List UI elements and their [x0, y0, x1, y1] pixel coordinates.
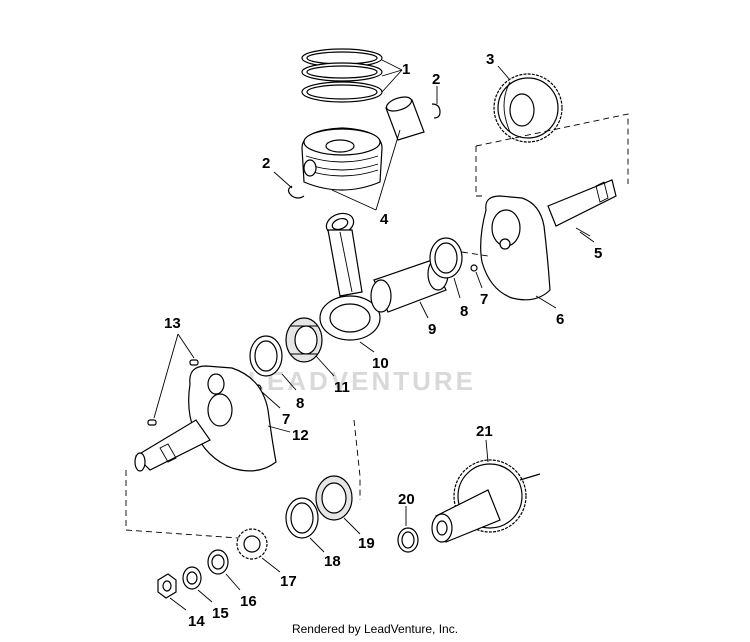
needle-bearing[interactable] [285, 317, 323, 363]
callout-10: 10 [372, 355, 389, 372]
piston-rings[interactable] [301, 48, 383, 103]
callout-2-right: 2 [432, 71, 440, 88]
washer-16[interactable] [207, 549, 229, 575]
crankshaft-right[interactable] [480, 179, 617, 301]
nut-14[interactable] [157, 573, 177, 599]
connecting-rod[interactable] [319, 210, 381, 341]
crank-keys[interactable] [147, 333, 199, 426]
footer-credit: Rendered by LeadVenture, Inc. [291, 622, 459, 636]
washer-20[interactable] [397, 527, 419, 553]
callout-12: 12 [292, 427, 309, 444]
crankshaft-left[interactable] [134, 365, 277, 472]
callout-21: 21 [476, 423, 493, 440]
crank-gear-top[interactable] [493, 73, 563, 143]
thrust-washer-right[interactable] [429, 237, 463, 279]
callout-16: 16 [240, 593, 257, 610]
callout-5: 5 [594, 245, 602, 262]
leaders-top [273, 59, 438, 211]
callout-3: 3 [486, 51, 494, 68]
callout-9: 9 [428, 321, 436, 338]
callout-7-right: 7 [480, 291, 488, 308]
callout-4: 4 [380, 211, 389, 228]
bearing-19[interactable] [315, 475, 353, 521]
piston-pin[interactable] [385, 94, 425, 141]
callout-19: 19 [358, 535, 375, 552]
callout-14: 14 [188, 613, 205, 630]
watermark-logo: LEADVENTURE [248, 366, 477, 396]
callout-15: 15 [212, 605, 229, 622]
callout-20: 20 [398, 491, 415, 508]
seal-18[interactable] [285, 497, 319, 539]
callout-6: 6 [556, 311, 564, 328]
sprocket-17[interactable] [236, 528, 268, 560]
washer-15[interactable] [182, 566, 202, 590]
callout-7-left: 7 [282, 411, 290, 428]
thrust-washer-left[interactable] [249, 335, 283, 377]
callout-1: 1 [402, 61, 410, 78]
callout-11: 11 [334, 379, 350, 396]
callout-18: 18 [324, 553, 341, 570]
callout-13: 13 [164, 315, 181, 332]
callout-8-right: 8 [460, 303, 468, 320]
callout-17: 17 [280, 573, 297, 590]
circlip-left[interactable] [287, 185, 305, 199]
alignment-box-lower [125, 419, 361, 541]
callout-2-left: 2 [262, 155, 270, 172]
woodruff-key-right[interactable] [470, 264, 478, 272]
alignment-lines-mid [461, 251, 489, 257]
alignment-box-top [475, 113, 629, 197]
camshaft-gear[interactable] [431, 459, 541, 543]
circlip-right[interactable] [431, 103, 441, 119]
callout-8-left: 8 [296, 395, 304, 412]
piston[interactable] [301, 127, 383, 191]
